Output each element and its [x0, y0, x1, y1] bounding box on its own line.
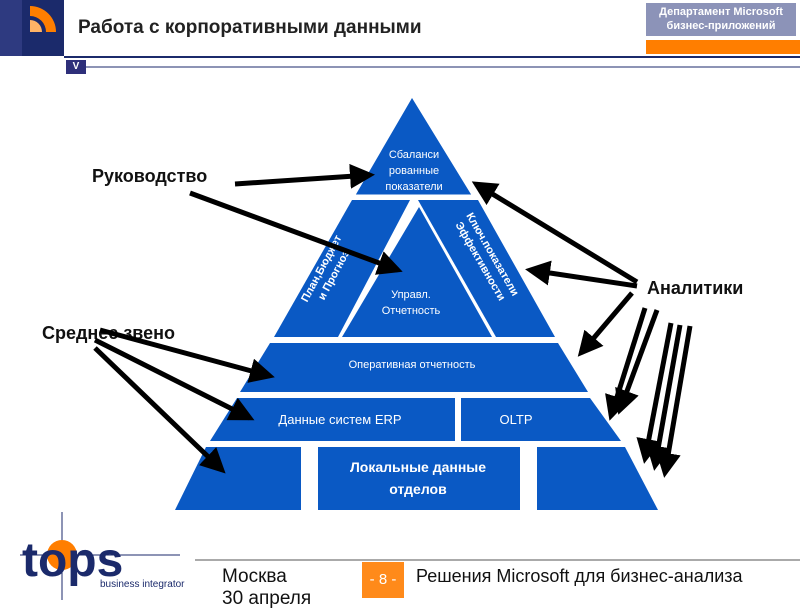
- pyramid-erp: [210, 398, 455, 441]
- page-number: - 8 -: [362, 562, 404, 598]
- pyramid-oltp: [461, 398, 621, 441]
- department-box: Департамент Microsoft бизнес-приложений: [646, 3, 796, 36]
- department-line1: Департамент Microsoft: [659, 6, 783, 18]
- operational-label: Оперативная отчетность: [349, 359, 476, 371]
- local-label-line1: Локальные данные: [350, 459, 486, 475]
- logo-text: tops: [22, 534, 123, 587]
- arrow-middle-operational: [99, 327, 275, 383]
- arrow-analysts-fan-4: [646, 324, 683, 471]
- page-title: Работа с корпоративными данными: [78, 17, 422, 38]
- label-analysts: Аналитики: [647, 278, 743, 298]
- arrow-middle-erp: [93, 337, 255, 421]
- pyramid-top: [354, 96, 473, 196]
- arrow-analysts-right: [525, 260, 638, 289]
- center-label-line1: Управл.: [391, 289, 431, 301]
- top-label-line3: показатели: [385, 181, 442, 193]
- oltp-label: OLTP: [500, 412, 533, 427]
- top-label-line2: рованные: [389, 165, 439, 177]
- footer-logo: tops: [20, 512, 180, 600]
- pyramid-right-wedge: [418, 200, 555, 337]
- footer-date: 30 апреля: [222, 588, 312, 609]
- arrow-middle-local: [93, 346, 226, 474]
- header-logo-mark: [0, 0, 64, 56]
- pyramid-operational: [240, 343, 588, 392]
- footer-title: Решения Microsoft для бизнес-анализа: [416, 566, 743, 586]
- footer-city: Москва: [222, 566, 287, 587]
- arrow-analysts-top: [471, 181, 639, 285]
- label-management: Руководство: [92, 166, 207, 186]
- logo-subtitle: business integrator: [100, 579, 185, 590]
- local-label-line2: отделов: [389, 481, 447, 497]
- footer-location: Москва 30 апреля: [222, 566, 342, 610]
- top-label-line1: Сбаланси: [389, 149, 439, 161]
- pyramid-local-center: [318, 447, 520, 510]
- arrow-analysts-operational: [577, 291, 634, 357]
- arrow-analysts-fan-2: [615, 309, 660, 415]
- arrow-management-top: [234, 163, 375, 189]
- pyramid-left-wedge: [274, 200, 410, 337]
- v-badge: V: [66, 60, 86, 74]
- pyramid: [175, 96, 658, 510]
- pyramid-local-left: [175, 447, 301, 510]
- orange-accent-bar: [646, 40, 800, 54]
- center-label-line2: Отчетность: [382, 305, 441, 317]
- erp-label: Данные систем ERP: [278, 412, 401, 427]
- pyramid-center: [342, 207, 492, 337]
- pyramid-local-right: [537, 447, 658, 510]
- arrow-analysts-fan-5: [656, 325, 693, 478]
- arrow-analysts-fan-3: [636, 322, 674, 464]
- department-line2: бизнес-приложений: [666, 20, 776, 32]
- arrow-management-center: [189, 190, 403, 275]
